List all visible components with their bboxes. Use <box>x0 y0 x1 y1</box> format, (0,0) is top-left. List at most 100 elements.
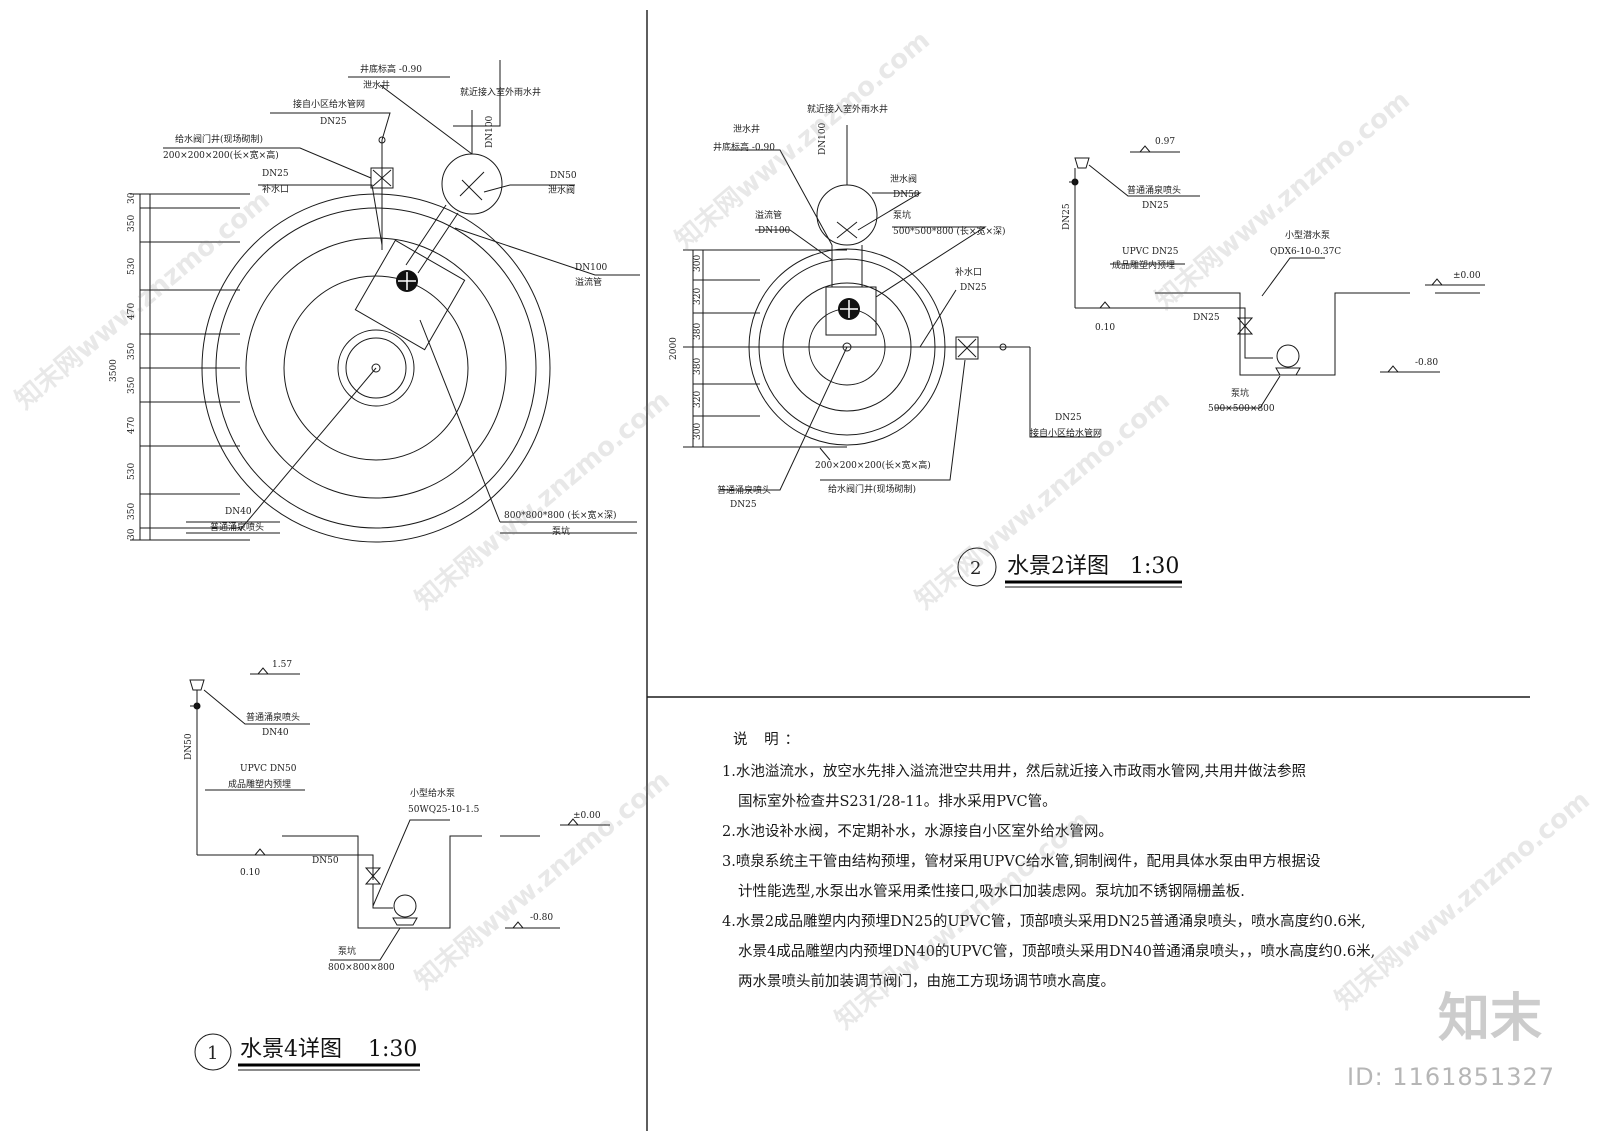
label-dn25-a: DN25 <box>320 117 347 127</box>
label-valve-size: 200×200×200(长×宽×高) <box>815 459 931 471</box>
label-upvc: UPVC DN50 <box>240 764 297 774</box>
dim-ticks <box>130 193 250 541</box>
nozzle-symbol <box>1074 157 1090 169</box>
label-nozzle: 普通涌泉喷头 <box>717 484 771 496</box>
label-pit: 泵坑 <box>338 945 356 957</box>
notes-heading: 说 明： <box>733 732 806 748</box>
note-2-line-1: 2.水池设补水阀，不定期补水，水源接自小区室外给水管网。 <box>722 824 1113 840</box>
svg-text:30: 30 <box>127 192 137 204</box>
title-scale: 1:30 <box>1130 554 1179 579</box>
elev-bottom: -0.80 <box>1415 358 1438 368</box>
svg-text:350: 350 <box>127 215 137 232</box>
label-nozzle-dn: DN40 <box>262 728 289 738</box>
label-pit-size: 500*500*800 (长×宽×深) <box>893 225 1006 237</box>
valve-well <box>955 336 979 360</box>
svg-text:350: 350 <box>127 377 137 394</box>
svg-text:350: 350 <box>127 503 137 520</box>
nozzle-symbol <box>189 679 205 691</box>
note-3-line-2: 计性能选型,水泵出水管采用柔性接口,吸水口加装虑网。泵坑加不锈钢隔栅盖板. <box>738 884 1245 900</box>
elev-top: 1.57 <box>272 660 292 670</box>
note-4-line-2: 水景4成品雕塑内内预埋DN40的UPVC管，顶部喷头采用DN40普通涌泉喷头，，… <box>738 944 1376 960</box>
label-nozzle: 普通涌泉喷头 <box>210 521 264 533</box>
plan1-labels: 井底标高 -0.90 泄水井 就近接入室外雨水井 接自小区给水管网 DN25 给… <box>163 63 617 537</box>
plan2-dims: 300 320 380 380 320 300 2000 <box>669 255 703 440</box>
label-pit-size: 800×800×800 <box>328 963 395 973</box>
pump-pit <box>825 286 877 336</box>
label-pump-model: QDX6-10-0.37C <box>1270 247 1341 257</box>
label-pit: 泵坑 <box>552 525 570 537</box>
section-2-labels: 0.97 普通涌泉喷头 DN25 DN25 UPVC DN25 成品雕塑内预埋 … <box>1062 137 1481 414</box>
label-makeup-dn: DN25 <box>960 283 987 293</box>
label-dn40: DN40 <box>225 507 252 517</box>
ring-5 <box>337 329 415 407</box>
water-feature-plan-large <box>130 60 640 543</box>
title-scale: 1:30 <box>368 1037 417 1062</box>
note-4-line-1: 4.水景2成品雕塑内内预埋DN25的UPVC管，顶部喷头采用DN25普通涌泉喷头… <box>722 914 1366 930</box>
label-connect: 接自小区给水管网 <box>1030 427 1102 439</box>
dim-total: 3500 <box>109 359 119 382</box>
label-dn100-vertical: DN100 <box>485 115 495 148</box>
brand-logo: 知末 <box>1437 989 1542 1049</box>
title-number-circle <box>194 1033 232 1071</box>
nozzle-center <box>371 363 381 373</box>
ring-4 <box>283 275 469 461</box>
svg-text:300: 300 <box>693 255 703 272</box>
label-well-bottom: 井底标高 -0.90 <box>713 141 775 153</box>
svg-text:30: 30 <box>127 528 137 540</box>
label-drain-valve: 泄水阀 <box>548 184 575 196</box>
label-nozzle: 普通涌泉喷头 <box>1127 184 1181 196</box>
elev-bottom: -0.80 <box>530 913 553 923</box>
label-embed: 成品雕塑内预埋 <box>228 778 291 790</box>
label-nozzle-dn: DN25 <box>1142 201 1169 211</box>
label-well-bottom: 井底标高 -0.90 <box>360 63 422 75</box>
label-dn25: DN25 <box>1055 413 1082 423</box>
label-dn100-vertical: DN100 <box>818 122 828 155</box>
section-1-pipe-diagram <box>189 667 610 961</box>
label-drain-well: 泄水井 <box>363 79 390 91</box>
label-upvc: UPVC DN25 <box>1122 247 1179 257</box>
label-dn100: DN100 <box>575 263 608 273</box>
label-pump-pit: 泵坑 <box>893 209 911 221</box>
label-pipe-horizontal: DN25 <box>1193 313 1220 323</box>
label-embed: 成品雕塑内预埋 <box>1112 259 1175 271</box>
label-overflow: 溢流管 <box>575 276 602 288</box>
label-nozzle: 普通涌泉喷头 <box>246 711 300 723</box>
label-pipe-vertical: DN25 <box>1062 203 1072 230</box>
pump-symbol <box>1276 344 1300 368</box>
svg-text:320: 320 <box>693 391 703 408</box>
note-1-line-2: 国标室外检查井S231/28-11。排水采用PVC管。 <box>738 794 1057 810</box>
dim-total: 2000 <box>669 337 679 360</box>
ring-6 <box>345 337 407 399</box>
label-pit-size: 500×500×800 <box>1208 404 1275 414</box>
section-2-pipe-diagram <box>1069 145 1485 409</box>
label-drain-valve: 泄水阀 <box>890 173 917 185</box>
elev-base: 0.10 <box>240 868 260 878</box>
label-pit: 泵坑 <box>1231 387 1249 399</box>
drain-valve-symbol <box>459 171 485 201</box>
label-dn50: DN50 <box>893 190 920 200</box>
svg-text:530: 530 <box>127 463 137 480</box>
plan1-dims: 30 350 530 470 350 350 470 530 350 30 35… <box>109 192 137 540</box>
label-makeup: 补水口 <box>955 266 982 278</box>
title-number-circle <box>957 547 997 587</box>
label-pump-model: 50WQ25-10-1.5 <box>408 805 480 815</box>
label-valve-well: 给水阀门井(现场砌制) <box>828 483 916 495</box>
label-overflow: 溢流管 <box>755 209 782 221</box>
pump-pit <box>354 239 466 351</box>
pump-symbol <box>393 894 417 918</box>
svg-text:470: 470 <box>127 417 137 434</box>
label-valve-well-size: 200×200×200(长×宽×高) <box>163 149 279 161</box>
svg-text:350: 350 <box>127 343 137 360</box>
label-from-supply: 接自小区给水管网 <box>293 98 365 110</box>
title-number: 2 <box>970 558 981 579</box>
elev-water: ±0.00 <box>573 811 601 821</box>
label-dn50: DN50 <box>550 171 577 181</box>
title-text: 水景2详图 <box>1007 554 1109 579</box>
label-outdoor-rain: 就近接入室外雨水井 <box>807 103 888 115</box>
elev-base: 0.10 <box>1095 323 1115 333</box>
valve-symbol <box>364 867 382 885</box>
note-4-line-3: 两水景喷头前加装调节阀门，由施工方现场调节喷水高度。 <box>738 974 1115 990</box>
image-id: ID: 1161851327 <box>1347 1063 1555 1091</box>
label-pump: 小型给水泵 <box>410 787 455 799</box>
